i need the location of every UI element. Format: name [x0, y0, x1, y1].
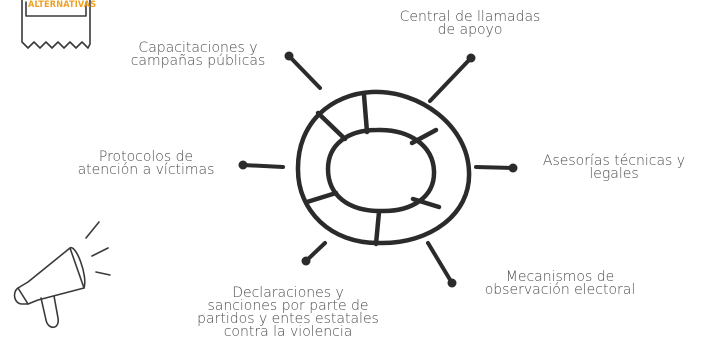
label-asesorias: Asesorías técnicas y legales [524, 153, 704, 182]
connector-protocolos [238, 160, 285, 170]
megaphone-icon [13, 221, 111, 329]
label-declaraciones-line-1: Declaraciones y [232, 285, 344, 301]
connector-mecanismos [426, 241, 457, 288]
label-central: Central de llamadas de apoyo [386, 9, 554, 38]
alternativas-tag [21, 0, 91, 49]
label-mecanismos-line-2: observación electoral [484, 282, 636, 298]
connector-capacitaciones [284, 51, 322, 90]
label-protocolos: Protocolos de atención a víctimas [62, 149, 230, 178]
label-mecanismos: Mecanismos de observación electoral [464, 269, 656, 298]
label-declaraciones: Declaraciones y sanciones por parte de p… [178, 285, 398, 340]
connector-asesorias [474, 163, 518, 173]
label-mecanismos-line-1: Mecanismos de [505, 269, 615, 285]
tag-label: ALTERNATIVAS [28, 0, 97, 10]
label-capacitaciones-line-2: campañas públicas [130, 53, 266, 69]
label-protocolos-line-1: Protocolos de [98, 149, 194, 165]
label-declaraciones-line-4: contra la violencia [223, 324, 353, 340]
label-protocolos-line-2: atención a víctimas [77, 162, 215, 178]
label-central-line-2: de apoyo [437, 22, 503, 38]
label-declaraciones-line-3: partidos y entes estatales [197, 311, 379, 327]
label-asesorias-line-2: legales [589, 166, 639, 182]
label-asesorias-line-1: Asesorías técnicas y [542, 153, 686, 169]
label-central-line-1: Central de llamadas [399, 9, 541, 25]
connector-declaraciones [301, 241, 327, 266]
label-declaraciones-line-2: sanciones por parte de [207, 298, 369, 314]
connector-central [428, 53, 476, 103]
lifebuoy-icon [295, 89, 472, 247]
label-capacitaciones-line-1: Capacitaciones y [138, 40, 258, 56]
label-capacitaciones: Capacitaciones y campañas públicas [114, 40, 282, 69]
